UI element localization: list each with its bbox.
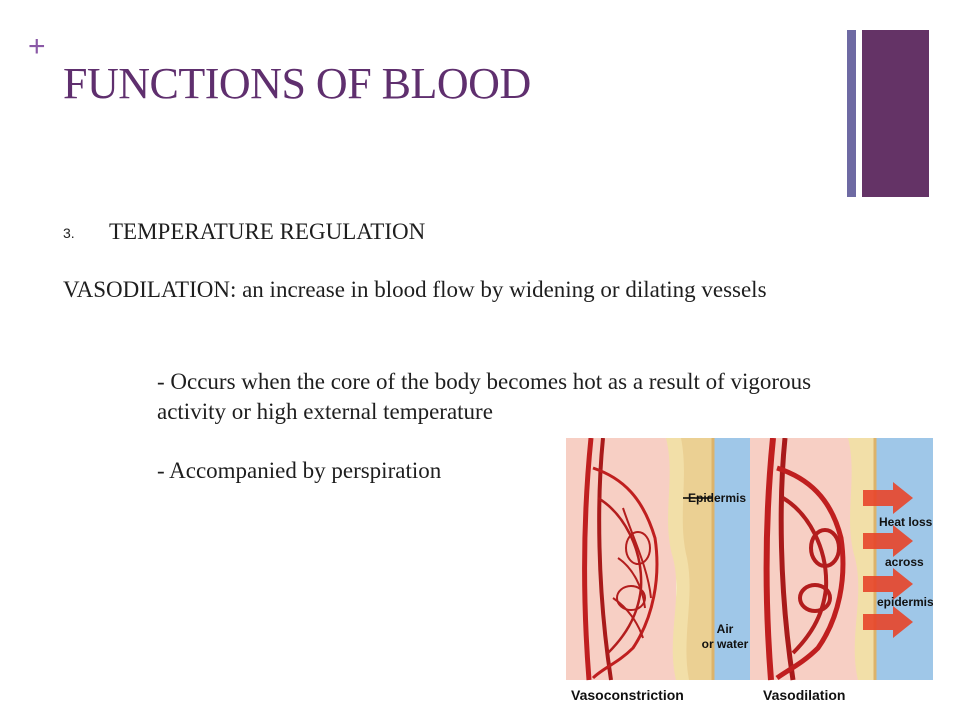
list-item-number: 3. xyxy=(63,225,75,242)
slide-title: FUNCTIONS OF BLOOD xyxy=(63,59,531,108)
accent-bar-wide xyxy=(862,30,929,197)
bullet-occurs: - Occurs when the core of the body becom… xyxy=(157,369,812,424)
list-item-temperature-regulation: 3. TEMPERATURE REGULATION xyxy=(63,218,425,246)
figure-svg: Epidermis Air or water Vasoconstriction xyxy=(563,438,933,708)
caption-vasoconstriction: Vasoconstriction xyxy=(571,687,684,703)
label-heat-loss: Heat loss xyxy=(879,515,933,529)
label-or-water: or water xyxy=(702,637,749,651)
bullet-perspiration: - Accompanied by perspiration xyxy=(157,458,442,483)
plus-icon: + xyxy=(28,30,46,63)
vasoconstriction-panel: Epidermis Air or water Vasoconstriction xyxy=(566,438,763,703)
list-item-text: TEMPERATURE REGULATION xyxy=(109,219,426,244)
label-epidermis-2: epidermis xyxy=(877,595,933,609)
vasoconstriction-vasodilation-figure: Epidermis Air or water Vasoconstriction xyxy=(563,438,933,708)
label-air: Air xyxy=(717,622,734,636)
accent-bar-thin xyxy=(847,30,856,197)
label-across: across xyxy=(885,555,924,569)
definition-paragraph: VASODILATION: an increase in blood flow … xyxy=(63,277,767,302)
label-epidermis: Epidermis xyxy=(688,491,746,505)
vasodilation-panel: Heat loss across epidermis Vasodilation xyxy=(750,438,933,703)
caption-vasodilation: Vasodilation xyxy=(763,687,845,703)
